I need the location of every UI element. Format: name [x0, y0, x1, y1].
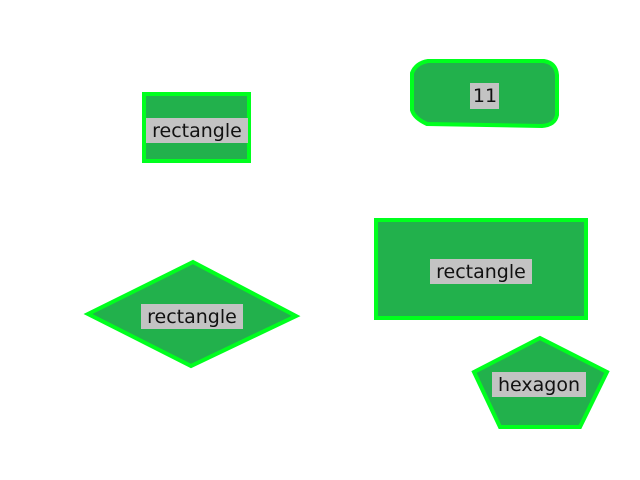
rounded-top-right-label-bg	[470, 83, 499, 109]
diamond-label-bg	[141, 304, 243, 329]
rounded-top-right-label: 11	[473, 85, 497, 107]
pentagon-label-bg	[492, 372, 586, 397]
pentagon-label: hexagon	[498, 374, 580, 396]
shape-diamond: rectangle	[83, 259, 301, 369]
shape-rect-right: rectangle	[374, 218, 588, 320]
rect-top-left-label: rectangle	[152, 120, 242, 142]
shape-pentagon: hexagon	[471, 335, 610, 429]
rect-top-left-label-bg	[146, 118, 248, 143]
rect-right-label-bg	[430, 259, 532, 284]
shape-rounded-top-right: 11	[410, 59, 559, 129]
diamond-label: rectangle	[147, 306, 237, 328]
shape-rect-top-left: rectangle	[142, 92, 251, 163]
rect-right-label: rectangle	[436, 261, 526, 283]
